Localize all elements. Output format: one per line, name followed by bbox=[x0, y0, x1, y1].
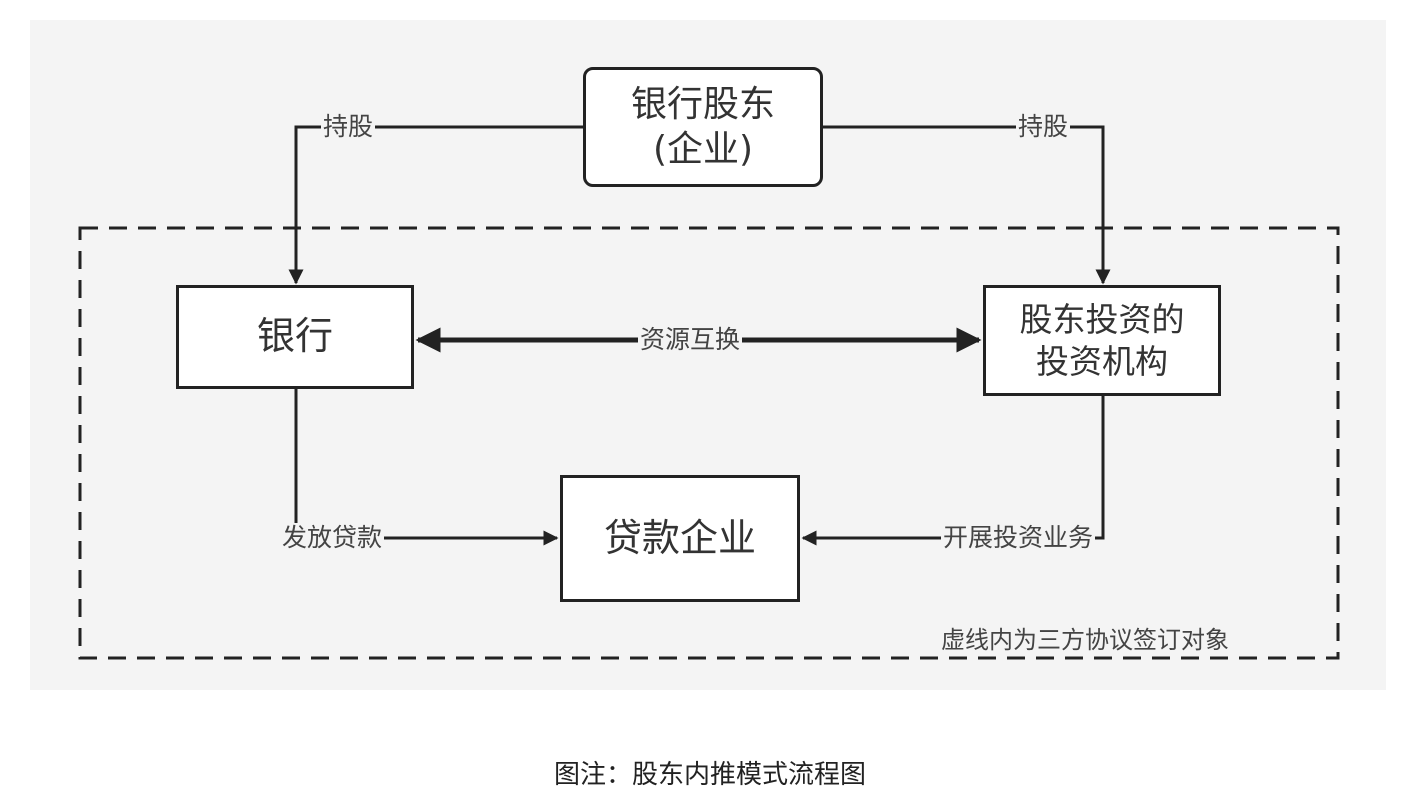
edge-label-loan: 发放贷款 bbox=[280, 523, 385, 553]
node-bank-shareholder-line1: 银行股东 bbox=[630, 84, 775, 125]
edge-label-hold-right: 持股 bbox=[1016, 112, 1071, 142]
edge-hold-left bbox=[288, 125, 583, 285]
node-bank-label: 银行 bbox=[256, 314, 333, 359]
edge-label-hold-left: 持股 bbox=[321, 112, 376, 142]
edge-loan bbox=[294, 389, 559, 546]
tripartite-boundary bbox=[78, 226, 1340, 660]
node-bank-shareholder-line2: (企业) bbox=[652, 129, 754, 170]
node-investment-institution-line2: 投资机构 bbox=[1036, 341, 1168, 381]
node-investment-institution: 股东投资的 投资机构 bbox=[983, 285, 1221, 396]
node-bank-shareholder: 银行股东 (企业) bbox=[583, 67, 823, 187]
edge-label-exchange: 资源互换 bbox=[638, 325, 743, 355]
figure-caption: 图注：股东内推模式流程图 bbox=[553, 760, 866, 790]
edge-label-invest: 开展投资业务 bbox=[941, 523, 1096, 553]
node-investment-institution-line1: 股东投资的 bbox=[1019, 300, 1185, 340]
node-borrowing-enterprise-label: 贷款企业 bbox=[603, 515, 756, 560]
boundary-note: 虚线内为三方协议签订对象 bbox=[941, 626, 1229, 654]
edge-invest bbox=[801, 396, 1105, 546]
node-borrowing-enterprise: 贷款企业 bbox=[560, 475, 800, 602]
edge-hold-right bbox=[823, 125, 1111, 285]
node-bank: 银行 bbox=[176, 285, 414, 389]
